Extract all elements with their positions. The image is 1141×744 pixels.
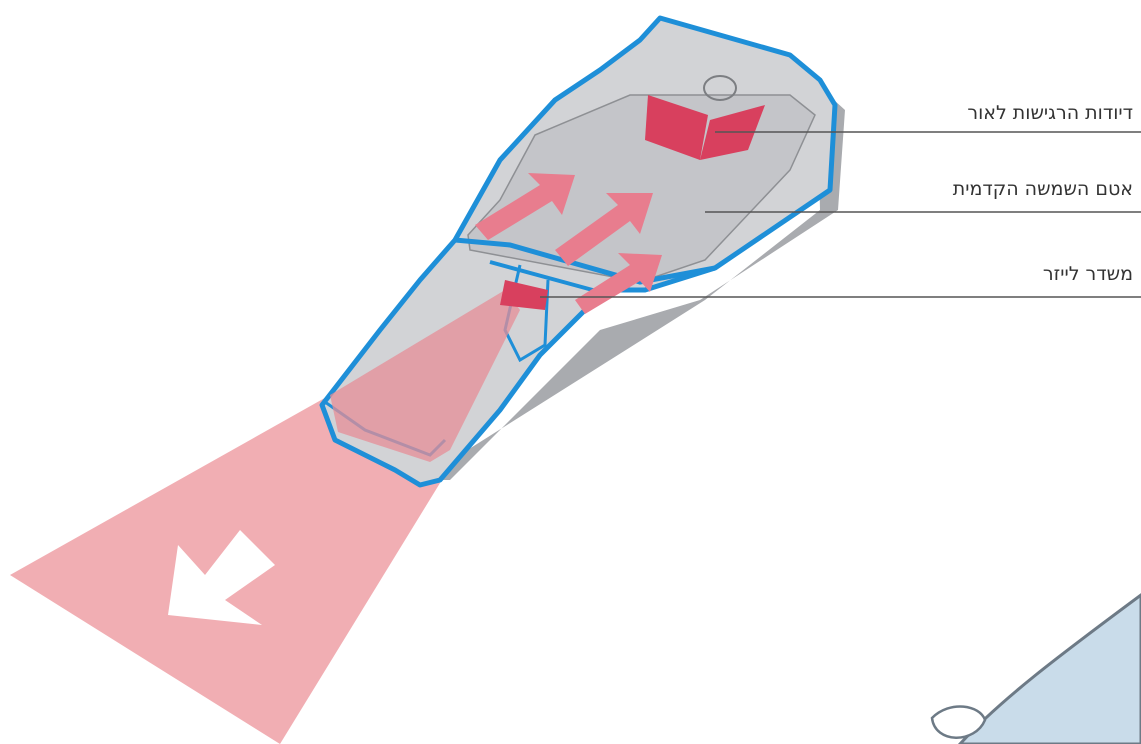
mount-hole [703,75,737,101]
down-left-arrow-icon [168,530,275,625]
laser-lens [330,290,520,462]
label-windshield-seal: אטם השמשה הקדמית [952,178,1133,200]
label-laser-transmitter: משדר לייזר [1042,263,1133,285]
windshield-seal-line [454,237,716,285]
laser-transmitter [500,280,548,310]
side-mirror [930,705,987,739]
label-photodiodes: דיודות הרגישות לאור [967,102,1133,124]
housing-tray [467,94,816,283]
seal-divider [489,260,601,294]
photodiode-left [645,95,708,160]
windshield-corner [957,593,1141,744]
up-right-arrow-icon [475,173,662,314]
